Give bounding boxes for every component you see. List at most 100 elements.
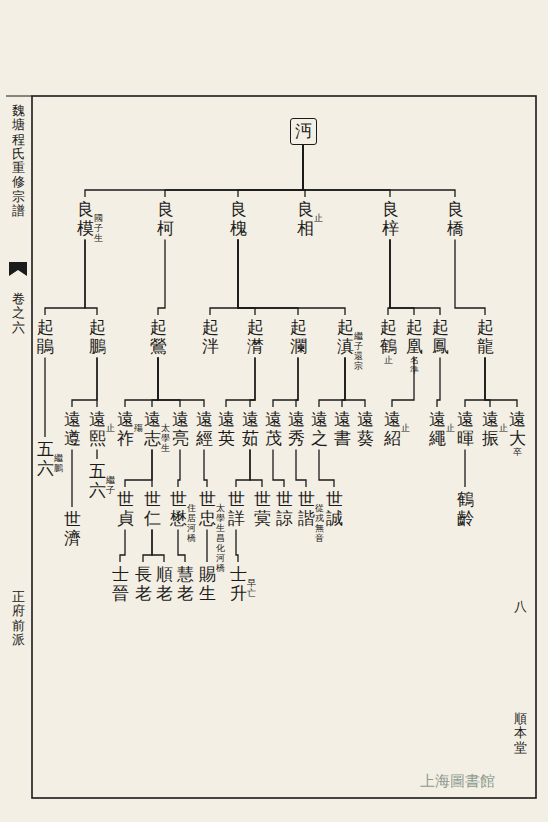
note-text: 太學生昌化河橋 [216,504,225,573]
person-name: 遠亮 [172,410,189,447]
person-node: 起滇繼子還宗 [337,318,363,372]
person-name: 良槐 [230,200,247,237]
person-name: 遠遵 [64,410,81,447]
person-name: 世蓂 [254,490,271,527]
book-title: 魏塘程氏重修宗譜 [12,104,25,218]
person-node: 良模國子生 [77,200,103,244]
person-name: 起鶴 [380,318,397,355]
ancestor-box: 沔 [290,118,317,145]
person-name: 長老 [135,565,152,602]
person-name: 良相 [297,200,314,237]
person-node: 鶴齡 [457,490,474,527]
person-node: 良相止 [297,200,323,237]
border-frame [32,96,536,798]
person-name: 賜生 [199,565,216,602]
person-node: 遠茂 [265,410,282,447]
lineage-line [125,357,158,407]
lineage-line [273,357,298,407]
person-node: 慧老 [177,565,194,602]
person-name: 遠紹 [384,410,401,447]
person-name: 起滇 [337,318,354,355]
person-node: 遠遵 [64,410,81,447]
person-node: 良橋 [447,200,464,237]
person-node: 世蓂 [254,490,271,527]
person-name: 遠英 [218,410,235,447]
person-name: 遠振 [482,410,499,447]
lineage-line [143,529,152,562]
lineage-line [319,357,345,407]
lineage-line [44,357,45,437]
lineage-line [238,239,255,315]
person-name: 慧老 [177,565,194,602]
person-node: 世諒 [276,490,293,527]
note-text: 殤 [134,424,143,434]
note-text: 止 [446,424,455,434]
person-node: 遠紹止 [384,410,410,447]
person-name: 士晉 [112,565,129,602]
person-node: 遠之 [311,410,328,447]
lineage-line [236,529,238,562]
person-node: 遠祚殤 [117,410,143,447]
lineage-line [72,357,97,407]
lineage-line [210,239,238,315]
person-node: 起鳳 [432,318,449,355]
lineage-line [125,449,152,487]
person-name: 五六 [37,440,54,477]
person-node: 遠英 [218,410,235,447]
person-name: 遠大 [509,410,526,447]
note-text: 止 [314,214,323,224]
lineage-line [296,449,306,487]
person-node: 世濟 [64,510,81,547]
person-node: 良梓 [382,200,399,237]
lineage-line [390,239,414,315]
note-text: 止 [106,424,115,434]
lineage-line [206,529,207,562]
person-name: 士升 [230,565,247,602]
lineage-line [437,357,440,407]
note-text: 太學生 [161,424,170,454]
lineage-line [45,239,85,315]
person-node: 世忠太學生昌化河橋 [199,490,225,574]
person-name: 遠葵 [357,410,374,447]
person-node: 遠熙止 [89,410,115,447]
lineage-line [390,239,440,315]
lineage-line [96,449,97,459]
branch-name: 正府前派 [12,590,25,647]
person-node: 遠振止 [482,410,508,447]
person-name: 世詳 [228,490,245,527]
person-node: 五六繼鵬 [37,440,63,477]
lineage-line [120,529,125,562]
lineage-line [71,449,72,507]
person-name: 世忠 [199,490,216,527]
person-node: 遠繩止 [429,410,455,447]
person-node: 遠經 [196,410,213,447]
lineage-line [485,357,490,407]
lineage-line [85,145,303,197]
person-name: 遠茂 [265,410,282,447]
lineage-line [178,529,185,562]
person-node: 世仁 [144,490,161,527]
person-name: 遠熙 [89,410,106,447]
person-name: 良梓 [382,200,399,237]
person-node: 士晉 [112,565,129,602]
person-node: 遠書 [334,410,351,447]
note-text: 卒 [513,448,522,458]
person-node: 士升早亡 [230,565,256,602]
person-name: 起泮 [202,318,219,355]
lineage-line [485,357,517,407]
lineage-line [303,145,455,197]
lineage-line [165,145,303,197]
person-node: 起鵑 [37,318,54,355]
lineage-line [178,449,180,487]
person-name: 良柯 [157,200,174,237]
person-node: 起泮 [202,318,219,355]
lineage-line [204,449,207,487]
person-name: 起鶯 [150,318,167,355]
person-name: 遠秀 [288,410,305,447]
person-name: 遠茹 [242,410,259,447]
person-name: 世誠 [326,490,343,527]
person-name: 起鳳 [432,318,449,355]
hall-name: 順本堂 [514,712,527,755]
person-name: 世仁 [144,490,161,527]
person-node: 遠大卒 [509,410,526,458]
